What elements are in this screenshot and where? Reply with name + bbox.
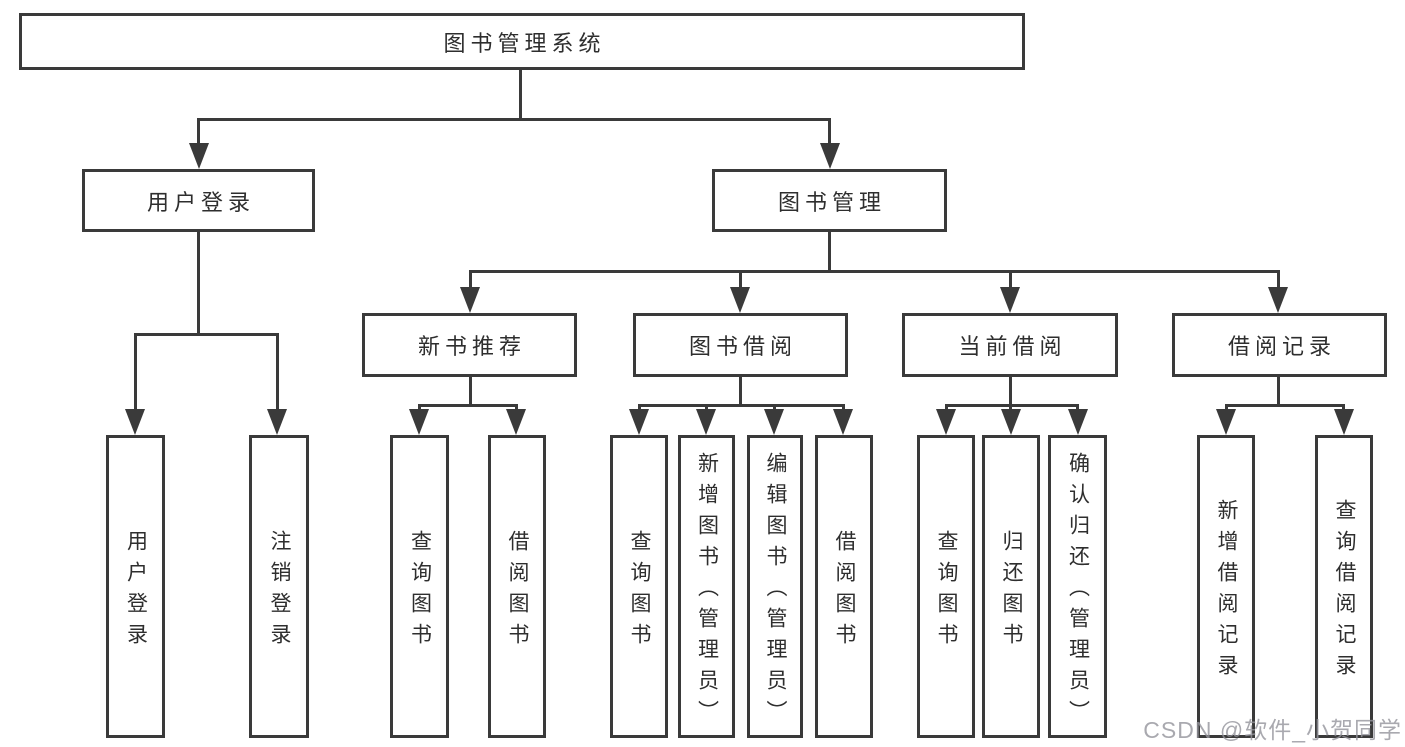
arrow-down-icon xyxy=(696,409,716,435)
arrow-down-icon xyxy=(460,287,480,313)
leaf-confirm-return-admin: 确认归还（管理员） xyxy=(1048,435,1107,738)
node-new-book-label: 新书推荐 xyxy=(417,334,526,359)
leaf-query-books-borrow: 查询图书 xyxy=(610,435,668,738)
connector-new-book-stem xyxy=(469,377,472,407)
connector-book-borrow-bar xyxy=(638,404,845,407)
leaf-logout: 注销登录 xyxy=(249,435,309,738)
arrow-down-icon xyxy=(189,143,209,169)
node-book-mgmt: 图书管理 xyxy=(712,169,947,232)
leaf-label: 用户登录 xyxy=(124,529,148,654)
leaf-label: 查询图书 xyxy=(935,529,958,654)
arrow-down-icon xyxy=(1068,409,1088,435)
leaf-user-login: 用户登录 xyxy=(106,435,165,738)
leaf-label: 查询图书 xyxy=(408,529,432,654)
node-book-mgmt-label: 图书管理 xyxy=(777,189,886,215)
connector-root-bar xyxy=(197,118,831,121)
leaf-label: 确认归还（管理员） xyxy=(1066,452,1090,731)
connector-book-mgmt-bar xyxy=(469,270,1279,273)
leaf-label: 归还图书 xyxy=(1000,529,1023,654)
node-root: 图书管理系统 xyxy=(19,13,1025,70)
arrow-down-icon xyxy=(1216,409,1236,435)
connector-to-current-borrow xyxy=(1009,270,1012,292)
leaf-borrow-books: 借阅图书 xyxy=(815,435,873,738)
connector-to-user-login xyxy=(197,118,200,150)
arrow-down-icon xyxy=(936,409,956,435)
connector-leaf-stem xyxy=(276,333,279,413)
leaf-query-books-current: 查询图书 xyxy=(917,435,975,738)
leaf-label: 编辑图书（管理员） xyxy=(764,452,787,731)
connector-to-new-book xyxy=(469,270,472,292)
node-borrow-record-label: 借阅记录 xyxy=(1227,334,1336,359)
connector-user-login-bar xyxy=(134,333,279,336)
node-current-borrow: 当前借阅 xyxy=(902,313,1118,377)
node-current-borrow-label: 当前借阅 xyxy=(958,334,1067,359)
connector-current-borrow-stem xyxy=(1009,377,1012,407)
node-borrow-record: 借阅记录 xyxy=(1172,313,1387,377)
arrow-down-icon xyxy=(506,409,526,435)
connector-borrow-record-stem xyxy=(1277,377,1280,407)
arrow-down-icon xyxy=(409,409,429,435)
leaf-label: 借阅图书 xyxy=(506,529,529,654)
leaf-query-books-newbook: 查询图书 xyxy=(390,435,449,738)
csdn-watermark: CSDN @软件_小贺同学 xyxy=(1143,717,1402,743)
node-user-login-label: 用户登录 xyxy=(146,189,255,215)
arrow-down-icon xyxy=(1268,287,1288,313)
connector-to-book-mgmt xyxy=(828,118,831,150)
connector-leaf-stem xyxy=(134,333,137,413)
connector-book-borrow-stem xyxy=(739,377,742,407)
leaf-label: 新增借阅记录 xyxy=(1215,498,1238,685)
connector-new-book-bar xyxy=(418,404,518,407)
leaf-label: 查询借阅记录 xyxy=(1333,498,1356,685)
node-book-borrow-label: 图书借阅 xyxy=(688,334,797,359)
arrow-down-icon xyxy=(629,409,649,435)
leaf-edit-books-admin: 编辑图书（管理员） xyxy=(747,435,803,738)
connector-borrow-record-bar xyxy=(1225,404,1345,407)
leaf-query-borrow-record: 查询借阅记录 xyxy=(1315,435,1373,738)
leaf-label: 查询图书 xyxy=(628,529,651,654)
arrow-down-icon xyxy=(820,143,840,169)
connector-to-book-borrow xyxy=(739,270,742,292)
arrow-down-icon xyxy=(833,409,853,435)
leaf-return-books: 归还图书 xyxy=(982,435,1040,738)
arrow-down-icon xyxy=(730,287,750,313)
node-new-book: 新书推荐 xyxy=(362,313,577,377)
leaf-borrow-books-newbook: 借阅图书 xyxy=(488,435,546,738)
leaf-label: 借阅图书 xyxy=(833,529,856,654)
leaf-add-books-admin: 新增图书（管理员） xyxy=(678,435,735,738)
node-user-login: 用户登录 xyxy=(82,169,315,232)
leaf-add-borrow-record: 新增借阅记录 xyxy=(1197,435,1255,738)
arrow-down-icon xyxy=(764,409,784,435)
arrow-down-icon xyxy=(1001,409,1021,435)
connector-user-login-stem xyxy=(197,232,200,336)
leaf-label: 注销登录 xyxy=(268,529,291,654)
connector-root-stem xyxy=(519,70,522,120)
arrow-down-icon xyxy=(1334,409,1354,435)
arrow-down-icon xyxy=(125,409,145,435)
arrow-down-icon xyxy=(1000,287,1020,313)
node-book-borrow: 图书借阅 xyxy=(633,313,848,377)
node-root-label: 图书管理系统 xyxy=(443,30,606,56)
connector-book-mgmt-stem xyxy=(828,232,831,273)
arrow-down-icon xyxy=(267,409,287,435)
connector-to-borrow-record xyxy=(1277,270,1280,292)
connector-current-borrow-bar xyxy=(945,404,1079,407)
leaf-label: 新增图书（管理员） xyxy=(695,452,719,731)
